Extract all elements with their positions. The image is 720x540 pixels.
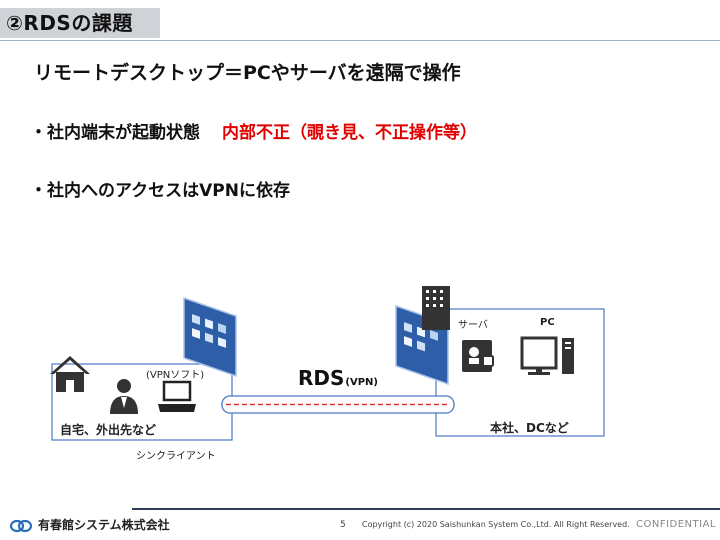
server-lock-icon [462, 340, 494, 372]
copyright: Copyright (c) 2020 Saishunkan System Co.… [362, 520, 630, 529]
title-bar [0, 8, 160, 38]
house-icon [50, 356, 90, 392]
company-logo-icon [10, 519, 32, 532]
home-label: 自宅、外出先など [60, 423, 157, 437]
footer-divider [132, 508, 720, 510]
bullet-1-text: ・社内端末が起動状態 [30, 123, 200, 143]
laptop-icon [158, 380, 196, 412]
rds-label-group: RDS(VPN) [298, 366, 378, 390]
office-building-icon [422, 286, 450, 330]
rds-label: RDS [298, 366, 345, 390]
pc-label: PC [540, 317, 555, 328]
headline: リモートデスクトップ＝PCやサーバを遠隔で操作 [34, 62, 461, 84]
bullet-1-risk: 内部不正（覗き見、不正操作等） [222, 123, 477, 143]
office-label: 本社、DCなど [490, 421, 569, 435]
slide-title: ②RDSの課題 [6, 11, 133, 35]
bullet-2: ・社内へのアクセスはVPNに依存 [30, 176, 290, 201]
title-divider [0, 40, 720, 41]
vpn-soft-label: (VPNソフト) [146, 370, 205, 381]
desktop-pc-icon [520, 336, 574, 375]
server-label: サーバ [458, 320, 488, 331]
thin-client-label: シンクライアント [136, 451, 216, 462]
company-name: 有春館システム株式会社 [38, 518, 170, 532]
confidential-label: CONFIDENTIAL [636, 519, 717, 530]
bullet-2-text: ・社内へのアクセスはVPNに依存 [30, 181, 290, 201]
remote-desktop-screen-left-icon [183, 296, 237, 378]
page-number: 5 [340, 520, 346, 530]
user-icon [110, 379, 138, 414]
company-logo: 有春館システム株式会社 [10, 516, 170, 534]
bullet-1: ・社内端末が起動状態 内部不正（覗き見、不正操作等） [30, 118, 477, 143]
rds-sub-label: (VPN) [345, 377, 378, 388]
